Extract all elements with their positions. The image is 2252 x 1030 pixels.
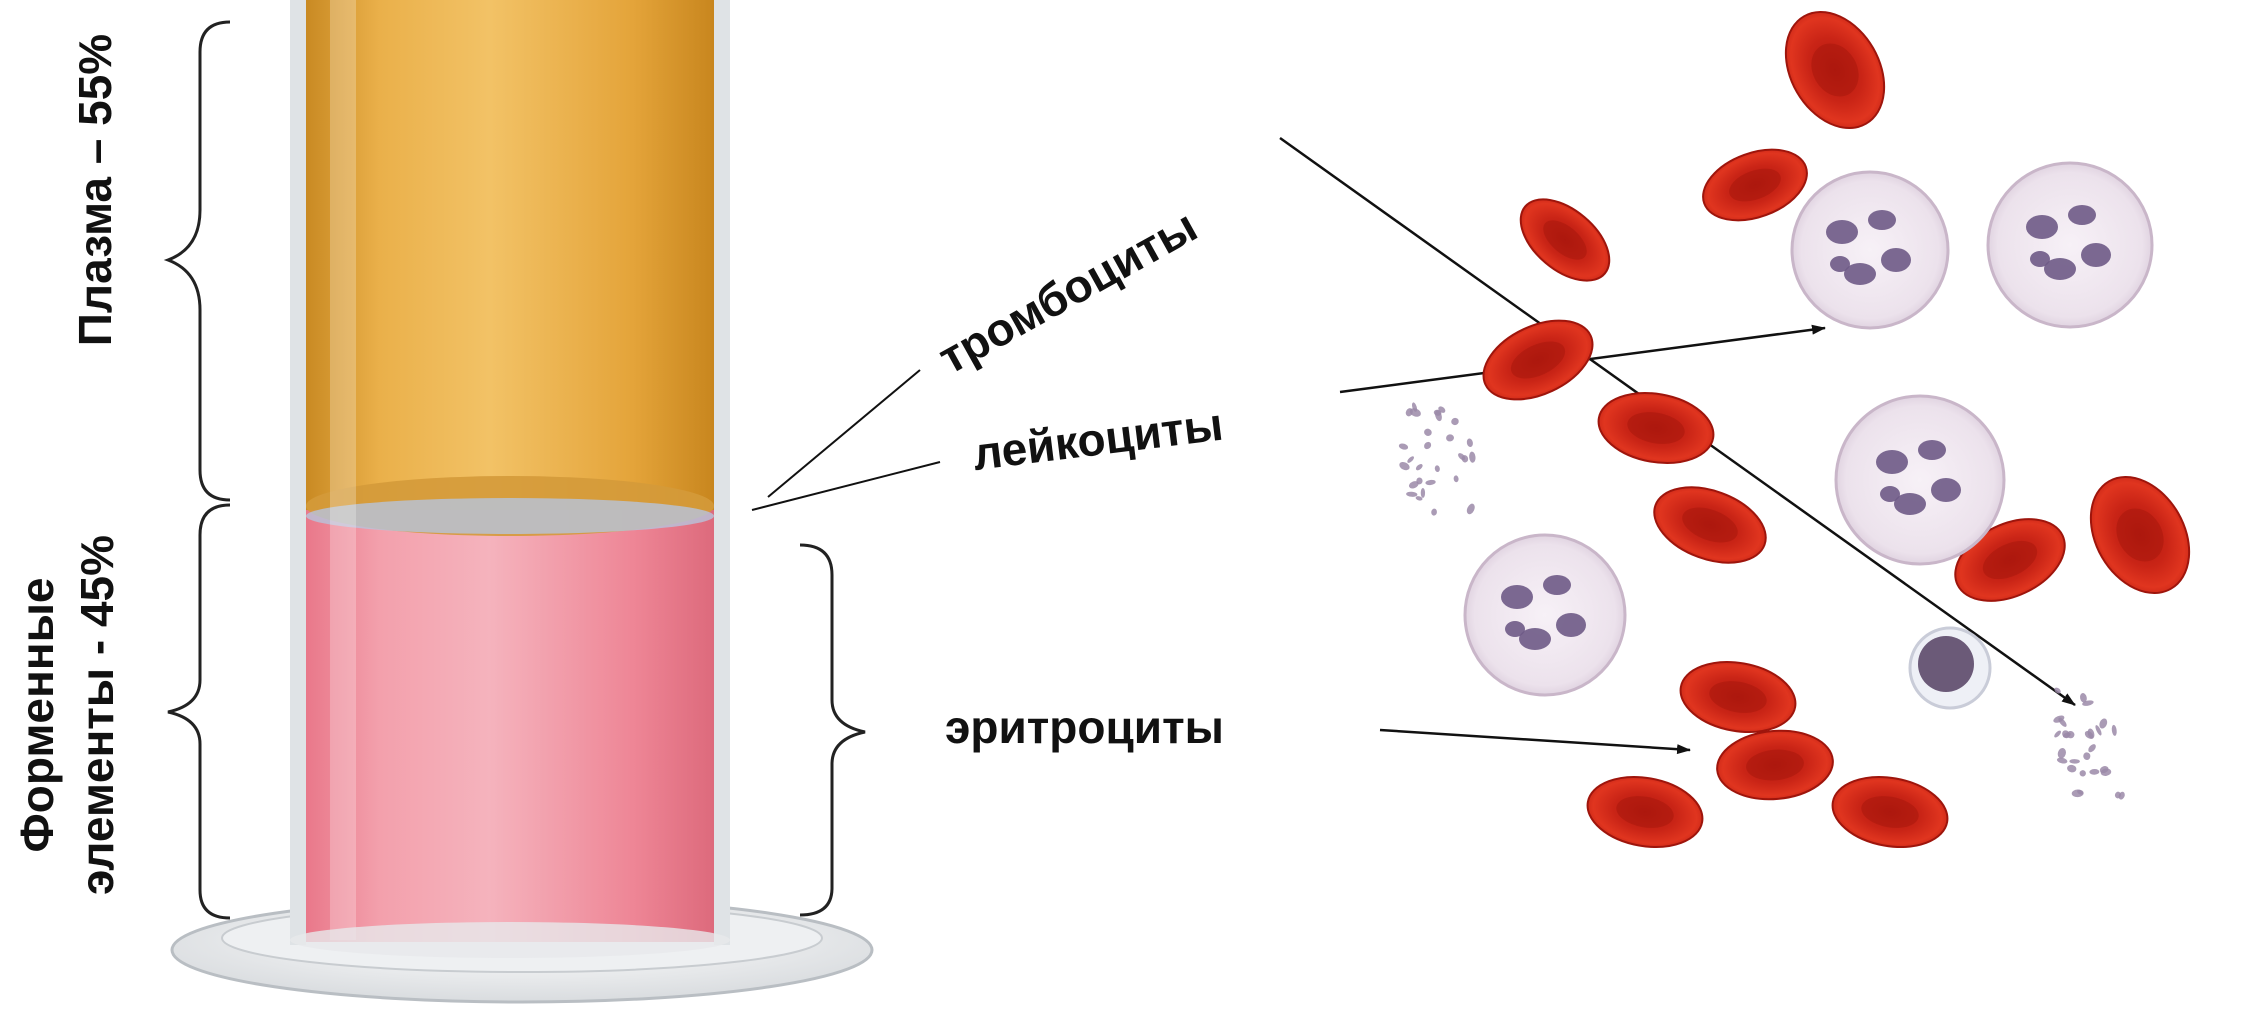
erythrocyte-cell <box>1766 0 1904 146</box>
platelet-cluster <box>1398 402 1476 516</box>
platelets-label: тромбоциты <box>930 199 1206 383</box>
erythrocyte-cell <box>1582 768 1708 855</box>
erythrocyte-cell <box>1644 473 1776 577</box>
platelets-leader-line <box>768 370 920 497</box>
formed-elements-right-brace <box>800 545 865 915</box>
formed-elements-label: Форменные элементы - 45% <box>7 515 137 915</box>
lymphocyte-cell <box>1910 628 1990 708</box>
plasma-brace <box>168 22 230 500</box>
erythrocytes-label: эритроциты <box>945 701 1224 753</box>
erythrocyte-cell <box>1506 184 1624 297</box>
formed-elements-label-line2: элементы - 45% <box>67 515 127 915</box>
erythrocyte-cell <box>1827 768 1953 855</box>
leukocyte-cell <box>1988 163 2152 327</box>
leukocyte-cell <box>1465 535 1625 695</box>
test-tube <box>172 0 872 1002</box>
plasma-label: Плазма – 55% <box>65 0 125 380</box>
erythrocyte-cell <box>2071 459 2209 610</box>
leukocytes-label: лейкоциты <box>970 398 1226 480</box>
platelet-cluster <box>2052 686 2126 800</box>
leukocyte-cell <box>1836 396 2004 564</box>
erythrocytes-arrow <box>1380 730 1690 750</box>
erythrocyte-cell <box>1714 726 1835 804</box>
blood-cells <box>1398 0 2209 856</box>
formed-elements-label-line1: Форменные <box>7 515 67 915</box>
erythrocyte-cell <box>1675 653 1801 740</box>
plasma-layer <box>306 0 714 510</box>
formed-elements-left-brace <box>168 505 230 918</box>
formed-elements-layer <box>306 502 714 942</box>
erythrocyte-cell <box>1593 384 1719 471</box>
leukocyte-cell <box>1792 172 1948 328</box>
